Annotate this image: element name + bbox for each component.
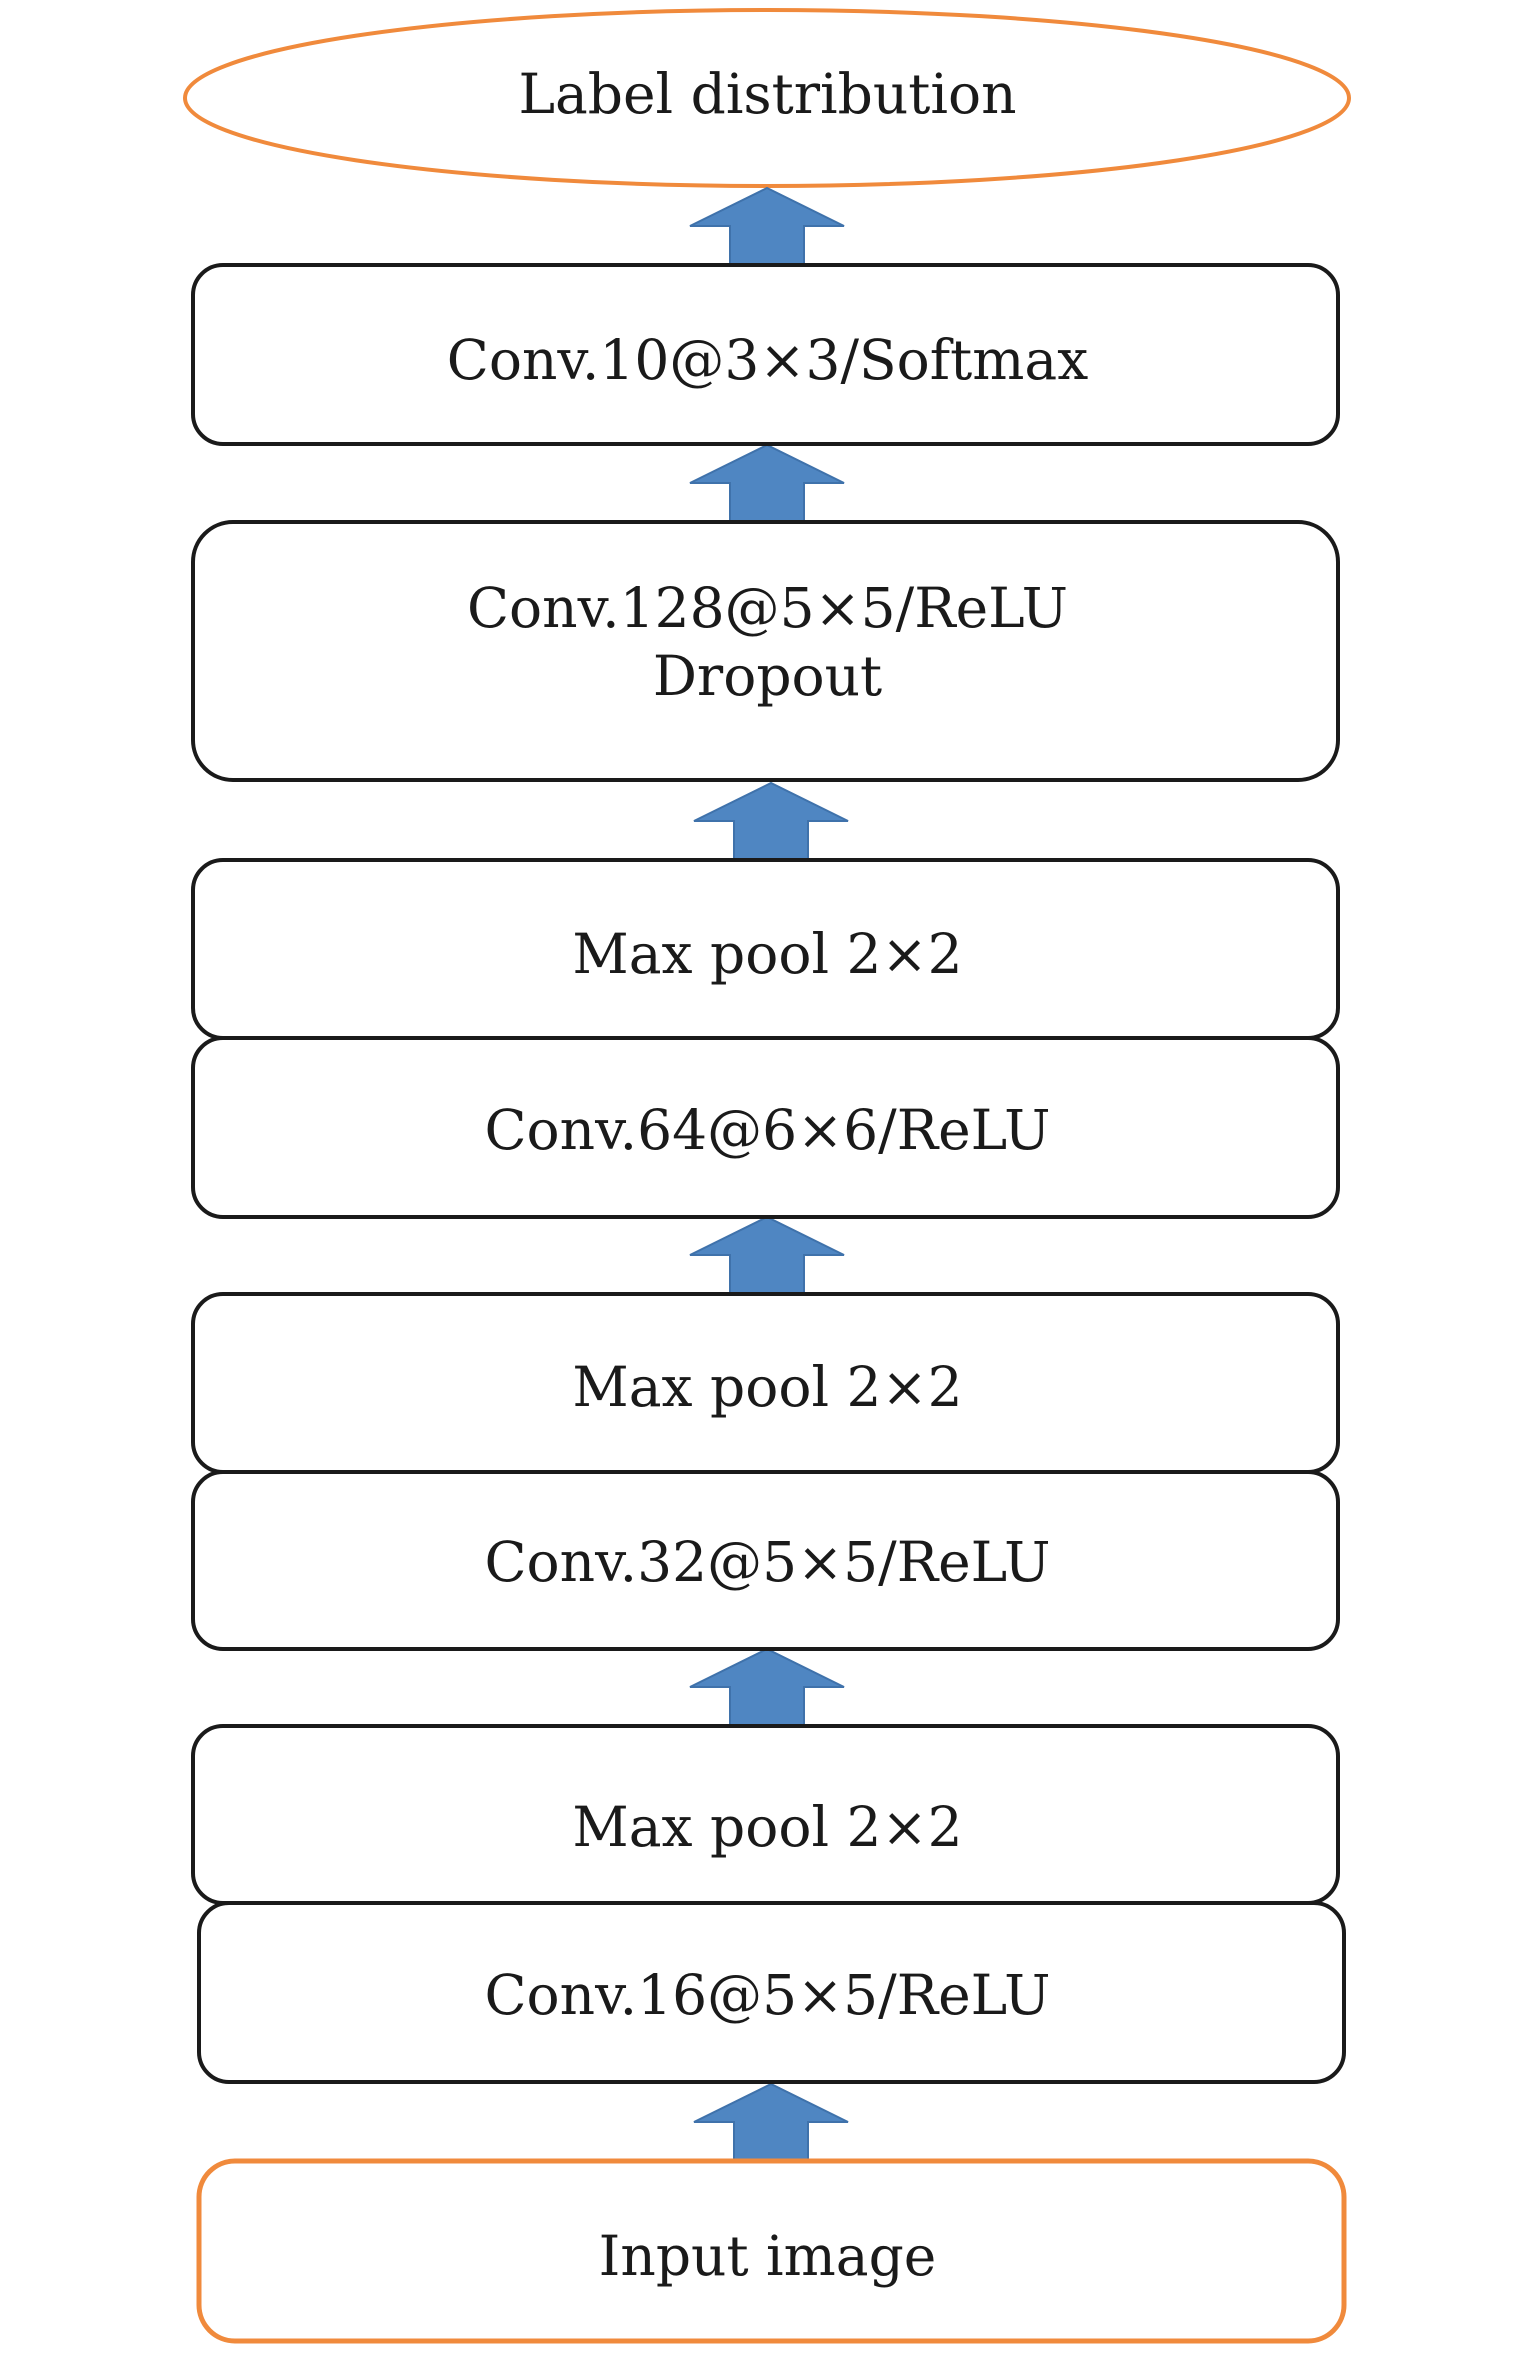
layer-box-conv64: [191, 1036, 1340, 1219]
layer-label-dropout: Dropout: [652, 644, 883, 708]
input-label: Input image: [598, 2224, 937, 2288]
arrow-up-icon: [689, 186, 845, 266]
arrow-up-icon: [689, 1215, 845, 1295]
layer-label-conv16: Conv.16@5×5/ReLU: [484, 1963, 1051, 2027]
layer-box-conv128: [191, 520, 1340, 782]
layer-label-conv64: Conv.64@6×6/ReLU: [484, 1098, 1051, 1162]
arrow-up-icon: [689, 1647, 845, 1727]
layer-label-maxpool-2: Max pool 2×2: [572, 1355, 963, 1419]
arrow-up-icon: [689, 443, 845, 523]
output-ellipse: [183, 8, 1351, 188]
output-label: Label distribution: [518, 62, 1017, 126]
arrow-up-icon: [693, 781, 849, 861]
input-box: [196, 2158, 1347, 2344]
layer-label-conv10: Conv.10@3×3/Softmax: [446, 328, 1089, 392]
arrow-up-icon: [693, 2082, 849, 2162]
layer-label-conv128: Conv.128@5×5/ReLU: [466, 576, 1069, 640]
layer-label-maxpool-1: Max pool 2×2: [572, 1795, 963, 1859]
layer-label-conv32: Conv.32@5×5/ReLU: [484, 1530, 1051, 1594]
layer-box-conv32: [191, 1470, 1340, 1651]
layer-box-conv10: [191, 263, 1340, 446]
layer-box-conv16: [197, 1901, 1346, 2084]
layer-label-maxpool-3: Max pool 2×2: [572, 922, 963, 986]
